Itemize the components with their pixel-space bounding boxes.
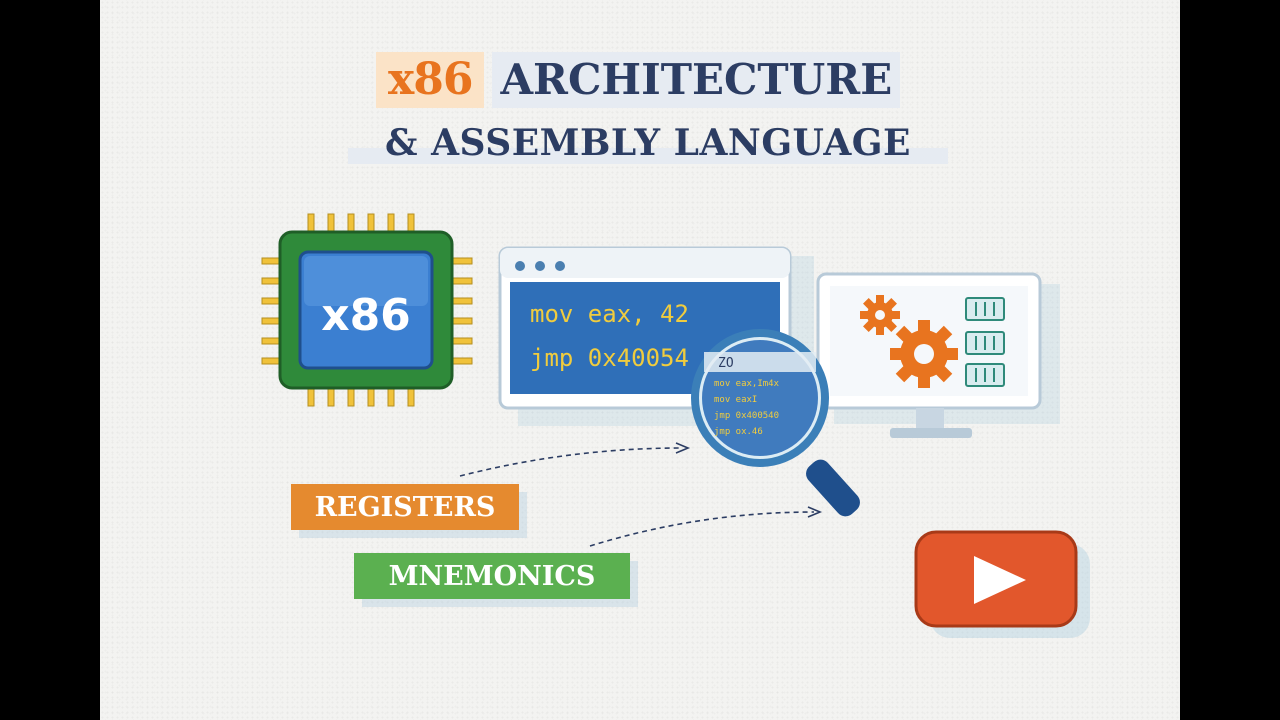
title-highlight: x86 bbox=[376, 52, 485, 108]
magnifier-header: ZO bbox=[718, 356, 734, 371]
arrow-head bbox=[675, 442, 691, 454]
title-line-2: & ASSEMBLY LANGUAGE bbox=[348, 122, 948, 164]
magnifying-glass-icon bbox=[691, 329, 860, 517]
magnifier-line-4: jmp ox.46 bbox=[714, 427, 763, 437]
magnifier-line-1: mov eax,Im4x bbox=[714, 379, 780, 389]
code-line-2: jmp 0x40054 bbox=[530, 344, 689, 372]
gear-icon bbox=[890, 320, 958, 388]
code-line-1: mov eax, 42 bbox=[530, 300, 689, 328]
magnifier-line-2: mov eaxI bbox=[714, 395, 757, 405]
thumbnail-canvas: x86 ARCHITECTURE & ASSEMBLY LANGUAGE bbox=[100, 0, 1180, 720]
cpu-chip-icon bbox=[261, 213, 473, 407]
chip-label: x86 bbox=[321, 290, 411, 341]
title-line-1: x86 ARCHITECTURE bbox=[376, 52, 901, 108]
mnemonics-label: MNEMONICS bbox=[354, 553, 630, 599]
play-button-icon bbox=[914, 530, 1090, 638]
title-architecture: ARCHITECTURE bbox=[492, 52, 901, 108]
arrow-to-magnifier bbox=[459, 447, 683, 477]
window-dots-icon bbox=[515, 261, 565, 271]
gear-icon bbox=[860, 295, 900, 335]
arrow-head bbox=[807, 506, 823, 518]
illustration: x86 mov eax, 42 jmp 0x40054 bbox=[261, 213, 1090, 638]
registers-label: REGISTERS bbox=[291, 484, 519, 530]
arrow-to-magnifier-2 bbox=[589, 511, 815, 547]
magnifier-line-3: jmp 0x400540 bbox=[714, 411, 779, 421]
